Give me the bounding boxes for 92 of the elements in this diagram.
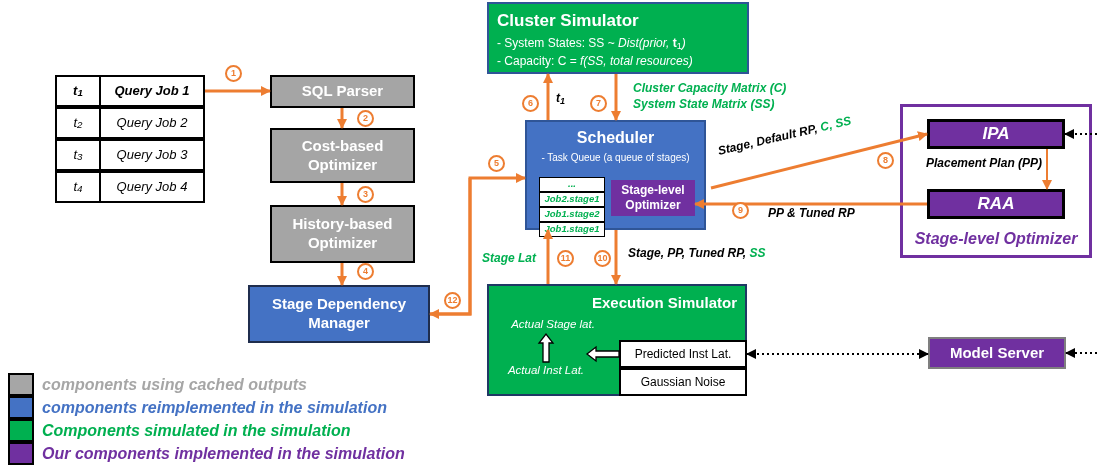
- node-title: Cluster Simulator: [497, 10, 640, 32]
- queue-cell: [539, 222, 605, 237]
- queue-cell: [539, 192, 605, 207]
- legend-text: Components simulated in the simulation: [42, 420, 351, 441]
- process-box: [270, 75, 415, 108]
- table-row: [55, 75, 205, 107]
- arrow: [205, 86, 271, 96]
- process-box: [928, 337, 1066, 369]
- node-title: t$_{2}$: [57, 109, 101, 137]
- arrow: [1042, 148, 1052, 190]
- node-title: t$_{1}$: [57, 77, 101, 105]
- arrow: [710, 131, 928, 190]
- process-box: [927, 119, 1065, 149]
- edge-label: Stage Lat: [482, 250, 536, 267]
- node-title: Predicted Inst Lat.: [634, 346, 732, 363]
- node-title: Execution Simulator: [591, 293, 737, 313]
- callout-number: 9: [732, 202, 749, 219]
- callout-number: 12: [444, 292, 461, 309]
- table-row: [55, 171, 205, 203]
- process-box: [270, 128, 415, 183]
- node-text: Query Job 3: [115, 146, 189, 165]
- node-text: Query Job 2: [115, 114, 189, 133]
- node-title: RAA: [977, 193, 1015, 216]
- node-title: SQL Parser: [301, 82, 384, 101]
- node-title: Job1.stage2: [544, 207, 600, 222]
- node-title: t$_{3}$: [57, 141, 101, 169]
- process-box: [619, 340, 747, 368]
- edge-label: t$_{1}$: [556, 90, 565, 107]
- edge-label: Stage, PP, Tuned RP, SS: [628, 245, 766, 262]
- callout-number: 5: [488, 155, 505, 172]
- table-row: [55, 139, 205, 171]
- node-title: History-based Optimizer: [291, 215, 394, 253]
- dotted-arrow: [746, 349, 929, 359]
- node-title: Stage-level Optimizer: [913, 229, 1079, 249]
- arrow: [337, 263, 347, 286]
- process-box: [270, 205, 415, 263]
- node-text: Query Job 1: [113, 82, 191, 101]
- node-title: Gaussian Noise: [640, 374, 726, 391]
- edge-label: PP & Tuned RP: [768, 205, 855, 222]
- callout-number: 10: [594, 250, 611, 267]
- queue-cell: [539, 177, 605, 192]
- node-title: Stage-level Optimizer: [620, 183, 686, 213]
- callout-number: 11: [557, 250, 574, 267]
- arrow: [429, 178, 472, 319]
- legend-text: Our components implemented in the simulation: [42, 443, 405, 464]
- node-title: ...: [568, 177, 576, 192]
- node-title: Job2.stage1: [544, 192, 600, 207]
- node-title: Actual Inst Lat.: [507, 363, 585, 379]
- simulator-box: [487, 284, 747, 396]
- node-title: Actual Stage lat.: [511, 317, 595, 333]
- node-title: Model Server: [949, 342, 1045, 363]
- table-row: [55, 107, 205, 139]
- node-text: - Task Queue (a queue of stages): [541, 151, 690, 165]
- arrow: [694, 199, 927, 209]
- callout-number: 2: [357, 110, 374, 127]
- process-box: [927, 189, 1065, 219]
- dotted-arrow: [1065, 348, 1098, 358]
- arrow: [543, 73, 553, 120]
- process-box: [619, 368, 747, 396]
- hollow-arrow: [537, 332, 555, 363]
- callout-number: 3: [357, 186, 374, 203]
- callout-number: 7: [590, 95, 607, 112]
- arrow: [611, 74, 621, 121]
- callout-number: 4: [357, 263, 374, 280]
- process-box: [248, 285, 430, 343]
- node-title: Stage Dependency Manager: [270, 295, 408, 333]
- arrow: [337, 108, 347, 129]
- node-title: t$_{4}$: [57, 173, 101, 201]
- node-title: IPA: [982, 123, 1010, 146]
- arrow: [611, 230, 621, 285]
- arrow: [543, 229, 553, 284]
- legend-text: components using cached outputs: [42, 374, 307, 395]
- edge-label: Stage, Default RP, C, SS: [716, 112, 853, 159]
- edge-label: Cluster Capacity Matrix (C) System State Matrix (SS): [633, 80, 788, 113]
- dotted-arrow: [1064, 129, 1098, 139]
- arrow: [337, 183, 347, 206]
- callout-number: 8: [877, 152, 894, 169]
- callout-number: 6: [522, 95, 539, 112]
- optimizer-box: [611, 180, 695, 216]
- node-title: Job1.stage1: [544, 222, 600, 237]
- hollow-arrow: [585, 345, 620, 363]
- simulator-box: [487, 2, 749, 74]
- node-title: Cost-based Optimizer: [300, 136, 385, 175]
- node-text: Query Job 4: [115, 178, 189, 197]
- legend-text: components reimplemented in the simulation: [42, 397, 387, 418]
- node-text: - Capacity: C = f(SS, total resources): [497, 52, 694, 70]
- optimizer-frame: [900, 104, 1092, 258]
- node-text: - System States: SS ~ Dist(prior, t$_{1}$): [497, 34, 687, 52]
- edge-label: Placement Plan (PP): [926, 155, 1043, 172]
- node-title: Scheduler: [576, 128, 655, 148]
- callout-number: 1: [225, 65, 242, 82]
- queue-cell: [539, 207, 605, 222]
